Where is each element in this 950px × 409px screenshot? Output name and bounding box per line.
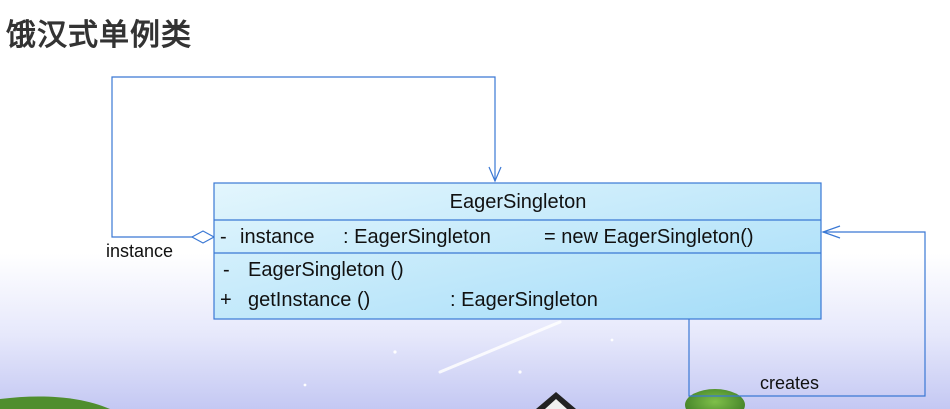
green-hill xyxy=(0,396,110,409)
operation-signature: getInstance () xyxy=(248,289,370,311)
attribute-initial-value: = new EagerSingleton() xyxy=(544,226,754,248)
attribute-name: instance xyxy=(240,226,315,248)
association-arrowhead-icon xyxy=(488,166,502,183)
aggregation-diamond-icon xyxy=(190,230,216,244)
attribute-type: : EagerSingleton xyxy=(343,226,491,248)
operation-return-type: : EagerSingleton xyxy=(450,289,598,311)
tree-icon xyxy=(685,389,745,409)
sparkle xyxy=(610,338,614,342)
creates-dependency-line xyxy=(688,231,926,397)
uml-class-box[interactable]: EagerSingleton - instance : EagerSinglet… xyxy=(213,182,822,320)
self-association-line xyxy=(111,76,496,238)
shooting-star xyxy=(438,320,562,374)
dependency-arrowhead-icon xyxy=(821,225,841,239)
sparkle xyxy=(518,370,522,374)
class-name: EagerSingleton xyxy=(450,191,587,213)
sparkle xyxy=(303,383,307,387)
association-label-instance: instance xyxy=(106,241,173,261)
operation-visibility: - xyxy=(223,259,230,281)
class-box-frame xyxy=(213,182,822,320)
attribute-visibility: - xyxy=(220,226,227,248)
operation-visibility: + xyxy=(220,289,232,311)
operation-signature: EagerSingleton () xyxy=(248,259,404,281)
slide-title: 饿汉式单例类 xyxy=(6,18,192,53)
house-roof-inner xyxy=(545,399,567,409)
dependency-label-creates: creates xyxy=(760,373,819,393)
sparkle xyxy=(393,350,397,354)
